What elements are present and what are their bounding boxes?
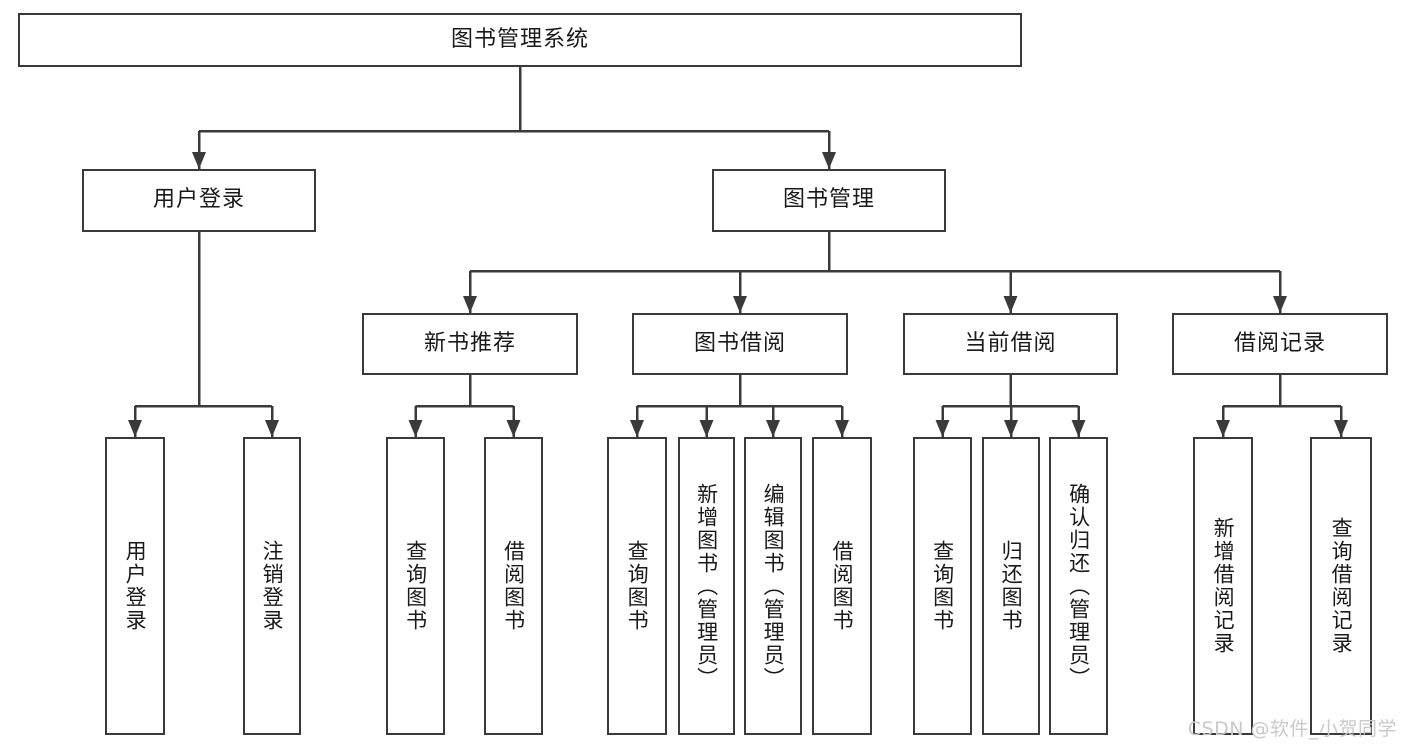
node-label: 注销登录: [260, 540, 285, 632]
node-label: 新增图书（管理员）: [694, 482, 719, 690]
watermark-label: CSDN @软件_小贺同学: [1187, 718, 1397, 740]
node-label: 归还图书: [999, 540, 1024, 632]
node-current_borrow: 当前借阅: [903, 313, 1118, 375]
node-leaf_add_record: 新增借阅记录: [1193, 437, 1253, 735]
node-label: 确认归还（管理员）: [1066, 482, 1091, 690]
node-leaf_user_login: 用户登录: [105, 437, 165, 735]
node-leaf_query_record: 查询借阅记录: [1310, 437, 1372, 735]
node-label: 新增借阅记录: [1211, 517, 1236, 655]
node-leaf_edit_book: 编辑图书（管理员）: [744, 437, 802, 735]
node-label: 用户登录: [152, 187, 245, 213]
node-leaf_query_book_1: 查询图书: [386, 437, 445, 735]
node-label: 查询借阅记录: [1329, 517, 1354, 655]
node-label: 编辑图书（管理员）: [761, 482, 786, 690]
node-leaf_user_logout: 注销登录: [243, 437, 301, 735]
node-leaf_borrow_book_2: 借阅图书: [812, 437, 872, 735]
node-label: 用户登录: [123, 540, 148, 632]
node-label: 图书管理: [782, 187, 875, 213]
node-leaf_return_book: 归还图书: [982, 437, 1040, 735]
node-label: 图书借阅: [693, 330, 786, 356]
node-label: 图书管理系统: [450, 26, 589, 52]
node-label: 查询图书: [403, 540, 428, 632]
node-leaf_borrow_book_1: 借阅图书: [484, 437, 543, 735]
node-borrow_record: 借阅记录: [1172, 313, 1388, 375]
node-leaf_confirm_return: 确认归还（管理员）: [1049, 437, 1108, 735]
node-label: 新书推荐: [423, 330, 516, 356]
node-leaf_query_book_3: 查询图书: [913, 437, 972, 735]
node-label: 借阅图书: [501, 540, 526, 632]
node-book_borrow: 图书借阅: [632, 313, 848, 375]
node-label: 当前借阅: [964, 330, 1057, 356]
node-user_login: 用户登录: [82, 169, 316, 232]
node-leaf_add_book: 新增图书（管理员）: [678, 437, 735, 735]
node-book_manage: 图书管理: [712, 169, 946, 232]
node-leaf_query_book_2: 查询图书: [607, 437, 667, 735]
node-new_book_rec: 新书推荐: [362, 313, 578, 375]
node-root: 图书管理系统: [18, 13, 1022, 67]
node-label: 查询图书: [625, 540, 650, 632]
node-label: 借阅记录: [1233, 330, 1326, 356]
node-label: 借阅图书: [830, 540, 855, 632]
node-label: 查询图书: [930, 540, 955, 632]
